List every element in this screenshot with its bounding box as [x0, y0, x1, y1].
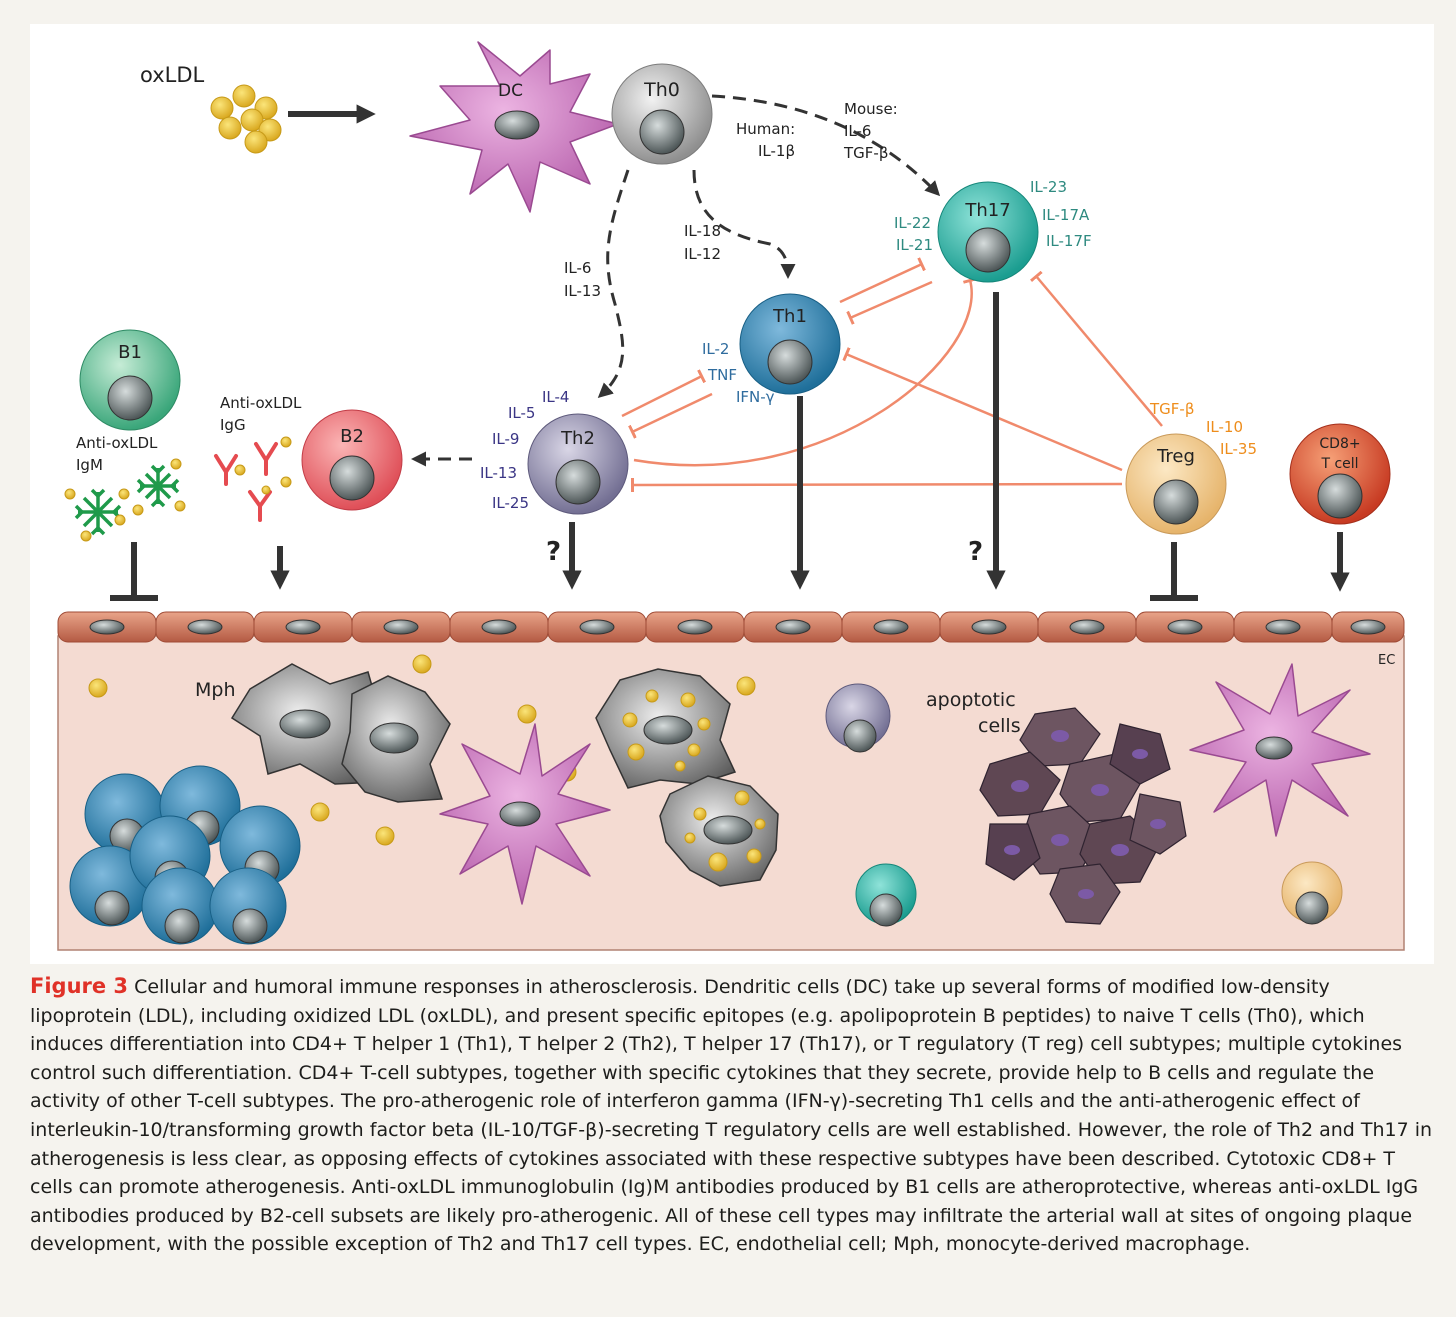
b2-label: B2 [340, 426, 364, 447]
inhibit-th1-to-th17 [839, 257, 926, 304]
ec-label: EC [1378, 653, 1395, 668]
figure-panel: EC Mph [30, 24, 1434, 964]
wall-dendritic-cell-right [1189, 663, 1371, 837]
th17-cell: Th17 [937, 181, 1039, 283]
cd8-label-line1: CD8+ [1319, 436, 1360, 452]
arrow-th0-to-th17 [711, 94, 941, 197]
block-symbols [110, 542, 1198, 601]
th1-label: Th1 [772, 306, 807, 327]
wall-dendritic-cell-center [439, 723, 611, 905]
th2-inducer-il13: IL-13 [564, 282, 601, 300]
human-il1b: IL-1β [758, 142, 795, 160]
th17-cytokine-il17a: IL-17A [1042, 206, 1090, 224]
th2-cell: Th2 [527, 413, 629, 515]
th1-cytokine-il2: IL-2 [702, 340, 729, 358]
macrophage-cells: Mph [195, 663, 451, 803]
igm-antibodies [74, 464, 180, 536]
arrow-th0-to-th1 [692, 169, 796, 279]
dc-label: DC [498, 81, 523, 101]
th2-cytokines: IL-4 IL-5 IL-9 IL-13 IL-25 [480, 388, 569, 512]
wall-purple-cell [825, 683, 891, 753]
inhibit-th2-to-th1 [621, 369, 707, 418]
th1-cytokine-ifng: IFN-γ [736, 388, 775, 406]
oxldl-label: oxLDL [140, 63, 205, 87]
b1-antibody-line1: Anti-oxLDL [76, 434, 158, 452]
endothelial-layer [57, 611, 1405, 643]
cd8-t-cell: CD8+ T cell [1289, 423, 1391, 525]
th17-question-mark: ? [968, 537, 983, 567]
immune-response-diagram: EC Mph [57, 41, 1405, 951]
th17-cytokine-il21: IL-21 [896, 236, 933, 254]
th17-cytokine-il22: IL-22 [894, 214, 931, 232]
th17-cytokines: IL-22 IL-21 IL-23 IL-17A IL-17F [894, 178, 1092, 254]
treg-cytokine-il10: IL-10 [1206, 418, 1243, 436]
arrow-th0-to-th2 [597, 169, 630, 399]
b1-cell: B1 [79, 329, 181, 431]
th2-cytokine-il5: IL-5 [508, 404, 535, 422]
th1-cell: Th1 [739, 293, 841, 395]
th2-cytokine-il9: IL-9 [492, 430, 519, 448]
th17-label: Th17 [964, 200, 1010, 221]
apoptotic-label-line2: cells [978, 715, 1021, 737]
inhibit-treg-to-th1 [842, 347, 1123, 472]
th2-inducer-il6: IL-6 [564, 259, 591, 277]
b1-label: B1 [118, 342, 142, 363]
th2-label: Th2 [560, 428, 595, 449]
th2-cytokine-il4: IL-4 [542, 388, 569, 406]
th2-cytokine-il13: IL-13 [480, 464, 517, 482]
th1-inducer-il18: IL-18 [684, 222, 721, 240]
igg-antibodies [214, 442, 278, 522]
mouse-tgfb: TGF-β [843, 144, 888, 162]
wall-teal-cell [855, 863, 917, 927]
th17-cytokine-il17f: IL-17F [1046, 232, 1092, 250]
inhibit-th17-to-th1 [846, 280, 933, 325]
inhibit-th1-to-th2 [628, 392, 713, 439]
th17-cytokine-il23: IL-23 [1030, 178, 1067, 196]
treg-cytokine-il35: IL-35 [1220, 440, 1257, 458]
treg-cytokines: TGF-β IL-10 IL-35 [1149, 400, 1257, 458]
human-label: Human: [736, 120, 795, 138]
mouse-il6: IL-6 [844, 122, 871, 140]
apoptotic-cells: apoptotic cells [926, 689, 1187, 925]
oxldl-particles [210, 84, 282, 154]
th0-label: Th0 [643, 79, 680, 101]
treg-cell: Treg [1125, 433, 1227, 535]
inhibit-treg-to-th2 [630, 477, 1123, 493]
b2-antibody-line2: IgG [220, 416, 246, 434]
th0-cell: Th0 [611, 63, 713, 165]
th2-question-mark: ? [546, 537, 561, 567]
mouse-label: Mouse: [844, 100, 898, 118]
effect-arrows [270, 292, 1350, 592]
cd8-label-line2: T cell [1320, 456, 1358, 472]
differentiation-arrows [411, 94, 941, 467]
inhibit-treg-to-th17 [1029, 270, 1163, 427]
th1-cytokines: IL-2 TNF IFN-γ [702, 340, 775, 406]
wall-orange-cell [1281, 861, 1343, 925]
igg-bound-ldl [234, 436, 292, 495]
caption-text: Cellular and humoral immune responses in… [30, 976, 1433, 1256]
foam-cells [595, 668, 779, 887]
th1-inducer-il12: IL-12 [684, 245, 721, 263]
th1-cytokine-tnf: TNF [707, 366, 737, 384]
treg-label: Treg [1156, 446, 1195, 467]
mph-label: Mph [195, 679, 236, 701]
apoptotic-label-line1: apoptotic [926, 689, 1016, 711]
th2-cytokine-il25: IL-25 [492, 494, 529, 512]
treg-cytokine-tgfb: TGF-β [1149, 400, 1194, 418]
caption-label: Figure 3 [30, 974, 129, 998]
foam-blue-cluster [69, 765, 301, 945]
igm-bound-ldl [64, 458, 186, 542]
inhibition-lines [621, 257, 1163, 493]
b2-cell: B2 [301, 409, 403, 511]
dendritic-cell-dc: DC [409, 41, 619, 213]
b2-antibody-line1: Anti-oxLDL [220, 394, 302, 412]
inhibit-th2-to-th17 [633, 277, 978, 467]
b1-antibody-line2: IgM [76, 456, 103, 474]
